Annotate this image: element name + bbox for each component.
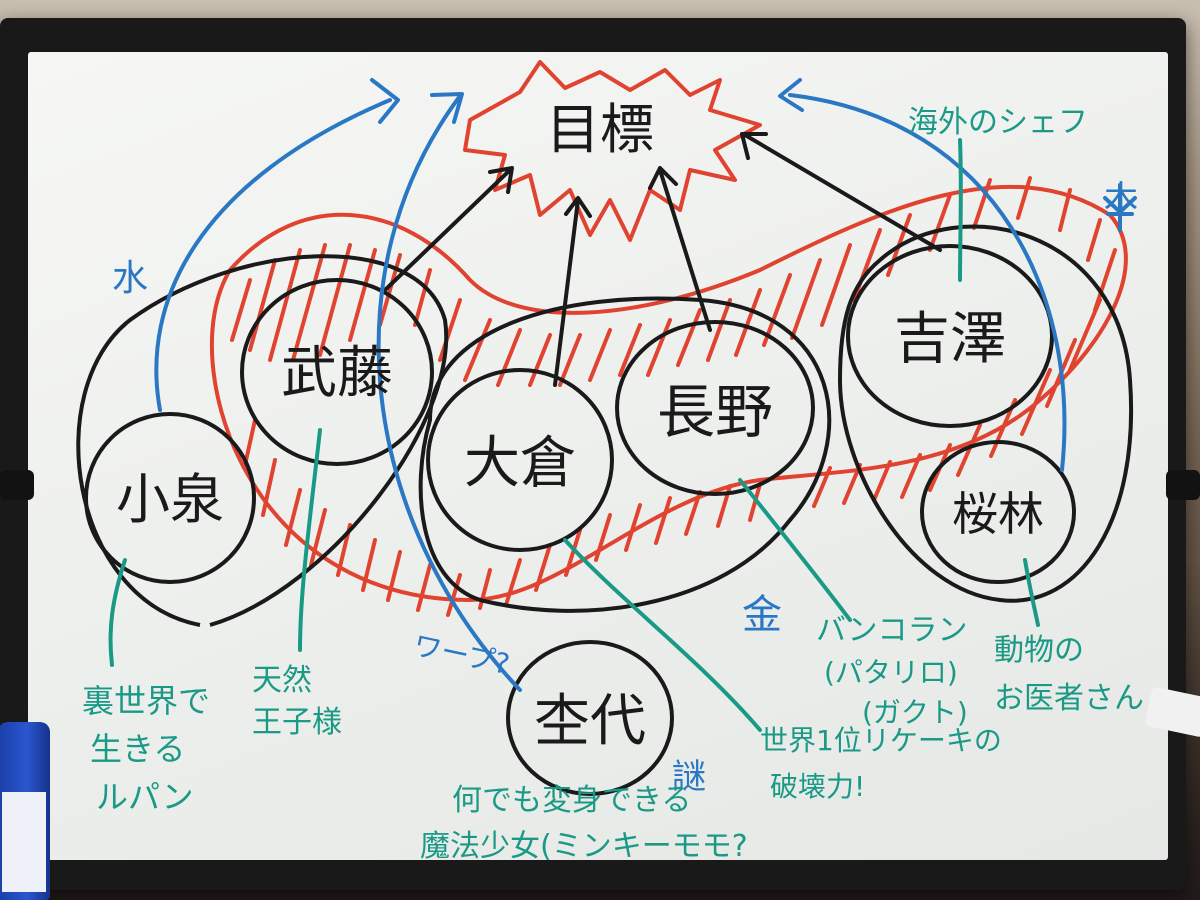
mark-gold: 金 [742, 592, 782, 638]
note-nagano-1: バンコラン [816, 613, 968, 648]
member-nagano: 長野 [657, 378, 773, 446]
member-muto: 武藤 [281, 341, 393, 406]
left-hinge [0, 470, 34, 500]
green-lines [108, 138, 1040, 732]
note-nagano-3: (ガクト) [862, 696, 968, 729]
goal-label: 目標 [546, 98, 654, 161]
member-koizumi: 小泉 [116, 468, 224, 531]
mark-water: 水 [112, 258, 148, 299]
note-kyodai-2: 魔法少女(ミンキーモモ? [420, 829, 748, 864]
red-hatched-band [209, 176, 1128, 617]
note-kyodai-1: 何でも変身できる [452, 783, 691, 818]
note-yoshizawa: 海外のシェフ [908, 105, 1088, 140]
right-hinge [1166, 470, 1200, 500]
note-okura-1: 世界1位リケーキの [760, 724, 1002, 757]
member-yoshizawa: 吉澤 [894, 307, 1006, 372]
note-muto-1: 天然 [252, 663, 312, 698]
member-sakurabayashi: 桜林 [952, 487, 1044, 541]
member-circles [76, 224, 1134, 796]
note-sakurabayashi-1: 動物の [994, 633, 1084, 668]
goal-arrows [383, 132, 942, 387]
blue-marker-pen [0, 722, 50, 900]
blue-arrows [154, 78, 1137, 692]
goal-starburst [463, 60, 762, 242]
note-okura-2: 破壊力! [770, 770, 865, 803]
note-kyodai-mystery: 謎 [672, 757, 706, 797]
note-sakurabayashi-2: お医者さん [994, 681, 1144, 716]
note-koizumi-1: 裏世界で [82, 682, 210, 720]
note-muto-2: 王子様 [252, 705, 342, 740]
member-okura: 大倉 [464, 431, 576, 496]
mark-wood: 木 [1104, 179, 1138, 219]
note-koizumi-2: 生きる [90, 730, 185, 768]
note-nagano-2: (パタリロ) [824, 656, 958, 689]
note-kyodai-question: ワープ? [411, 629, 513, 681]
member-kyodai: 杢代 [534, 689, 646, 754]
note-koizumi-3: ルパン [96, 778, 194, 816]
